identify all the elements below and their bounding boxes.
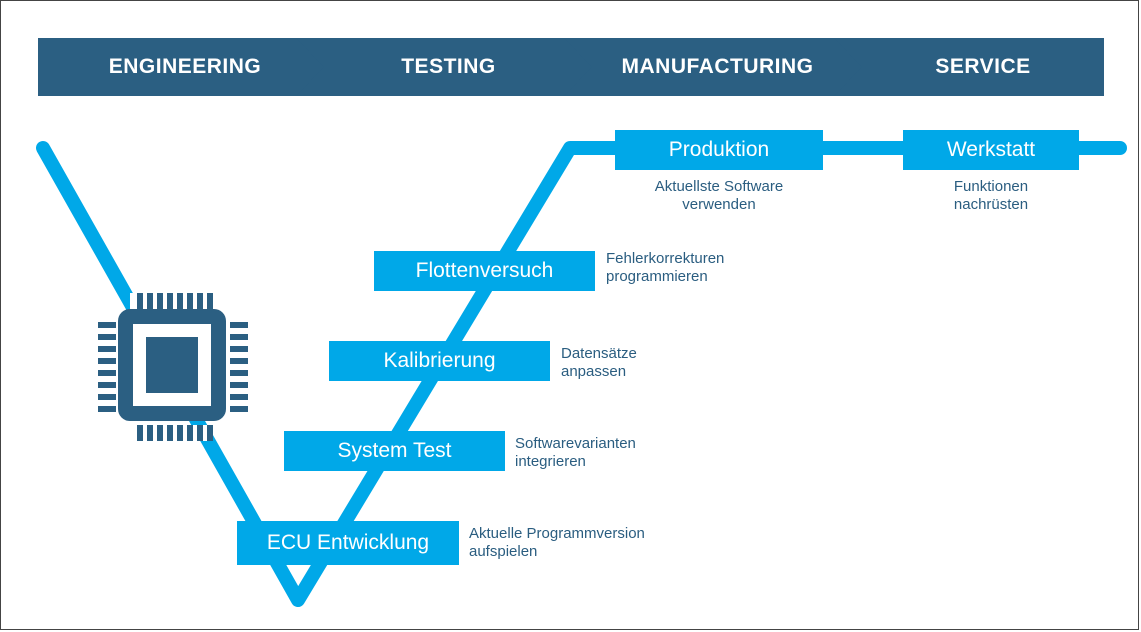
phase-label-testing: TESTING (401, 55, 496, 78)
stage-system-test: System Test (284, 431, 505, 471)
stage-produktion: Produktion (615, 130, 823, 170)
phase-arrow-testing (296, 38, 601, 96)
stage-kalibrierung: Kalibrierung (329, 341, 550, 381)
phase-label-engineering: ENGINEERING (108, 55, 262, 78)
stage-werkstatt: Werkstatt (903, 130, 1079, 170)
chip-icon (98, 293, 248, 441)
stage-flottenversuch: Flottenversuch (374, 251, 595, 291)
phase-arrow-manufacturing (564, 38, 871, 96)
phase-label-service: SERVICE (935, 55, 1031, 78)
phase-arrow-engineering (38, 38, 333, 96)
stage-ecu-entwicklung: ECU Entwicklung (237, 521, 459, 565)
phase-label-manufacturing: MANUFACTURING (621, 55, 814, 78)
phase-arrow-service (834, 38, 1104, 96)
